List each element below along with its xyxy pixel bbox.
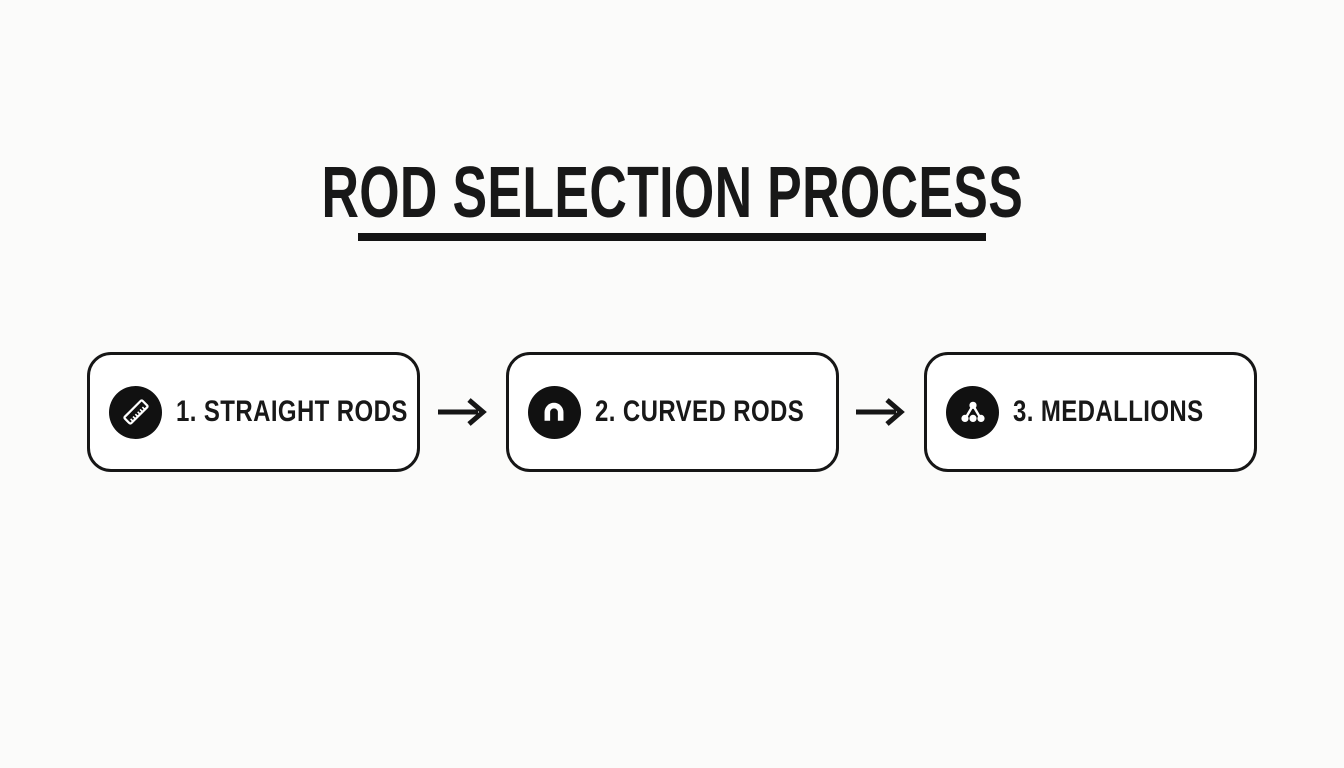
process-row: 1. STRAIGHT RODS 2. CURVED RODS — [87, 352, 1257, 472]
title-underline — [358, 233, 986, 241]
step-box-straight-rods: 1. STRAIGHT RODS — [87, 352, 420, 472]
step-box-curved-rods: 2. CURVED RODS — [505, 352, 839, 472]
network-icon — [946, 385, 999, 439]
arch-icon — [527, 385, 581, 439]
step-label: 2. CURVED RODS — [594, 395, 804, 428]
page-title: ROD SELECTION PROCESS — [321, 153, 1023, 233]
ruler-icon — [109, 385, 162, 439]
arrow-right-icon — [839, 392, 925, 432]
step-label: 3. MEDALLIONS — [1013, 395, 1204, 428]
arrow-right-icon — [420, 392, 506, 432]
step-label: 1. STRAIGHT RODS — [176, 395, 408, 428]
title-wrap: ROD SELECTION PROCESS — [0, 152, 1344, 234]
step-box-medallions: 3. MEDALLIONS — [924, 352, 1257, 472]
